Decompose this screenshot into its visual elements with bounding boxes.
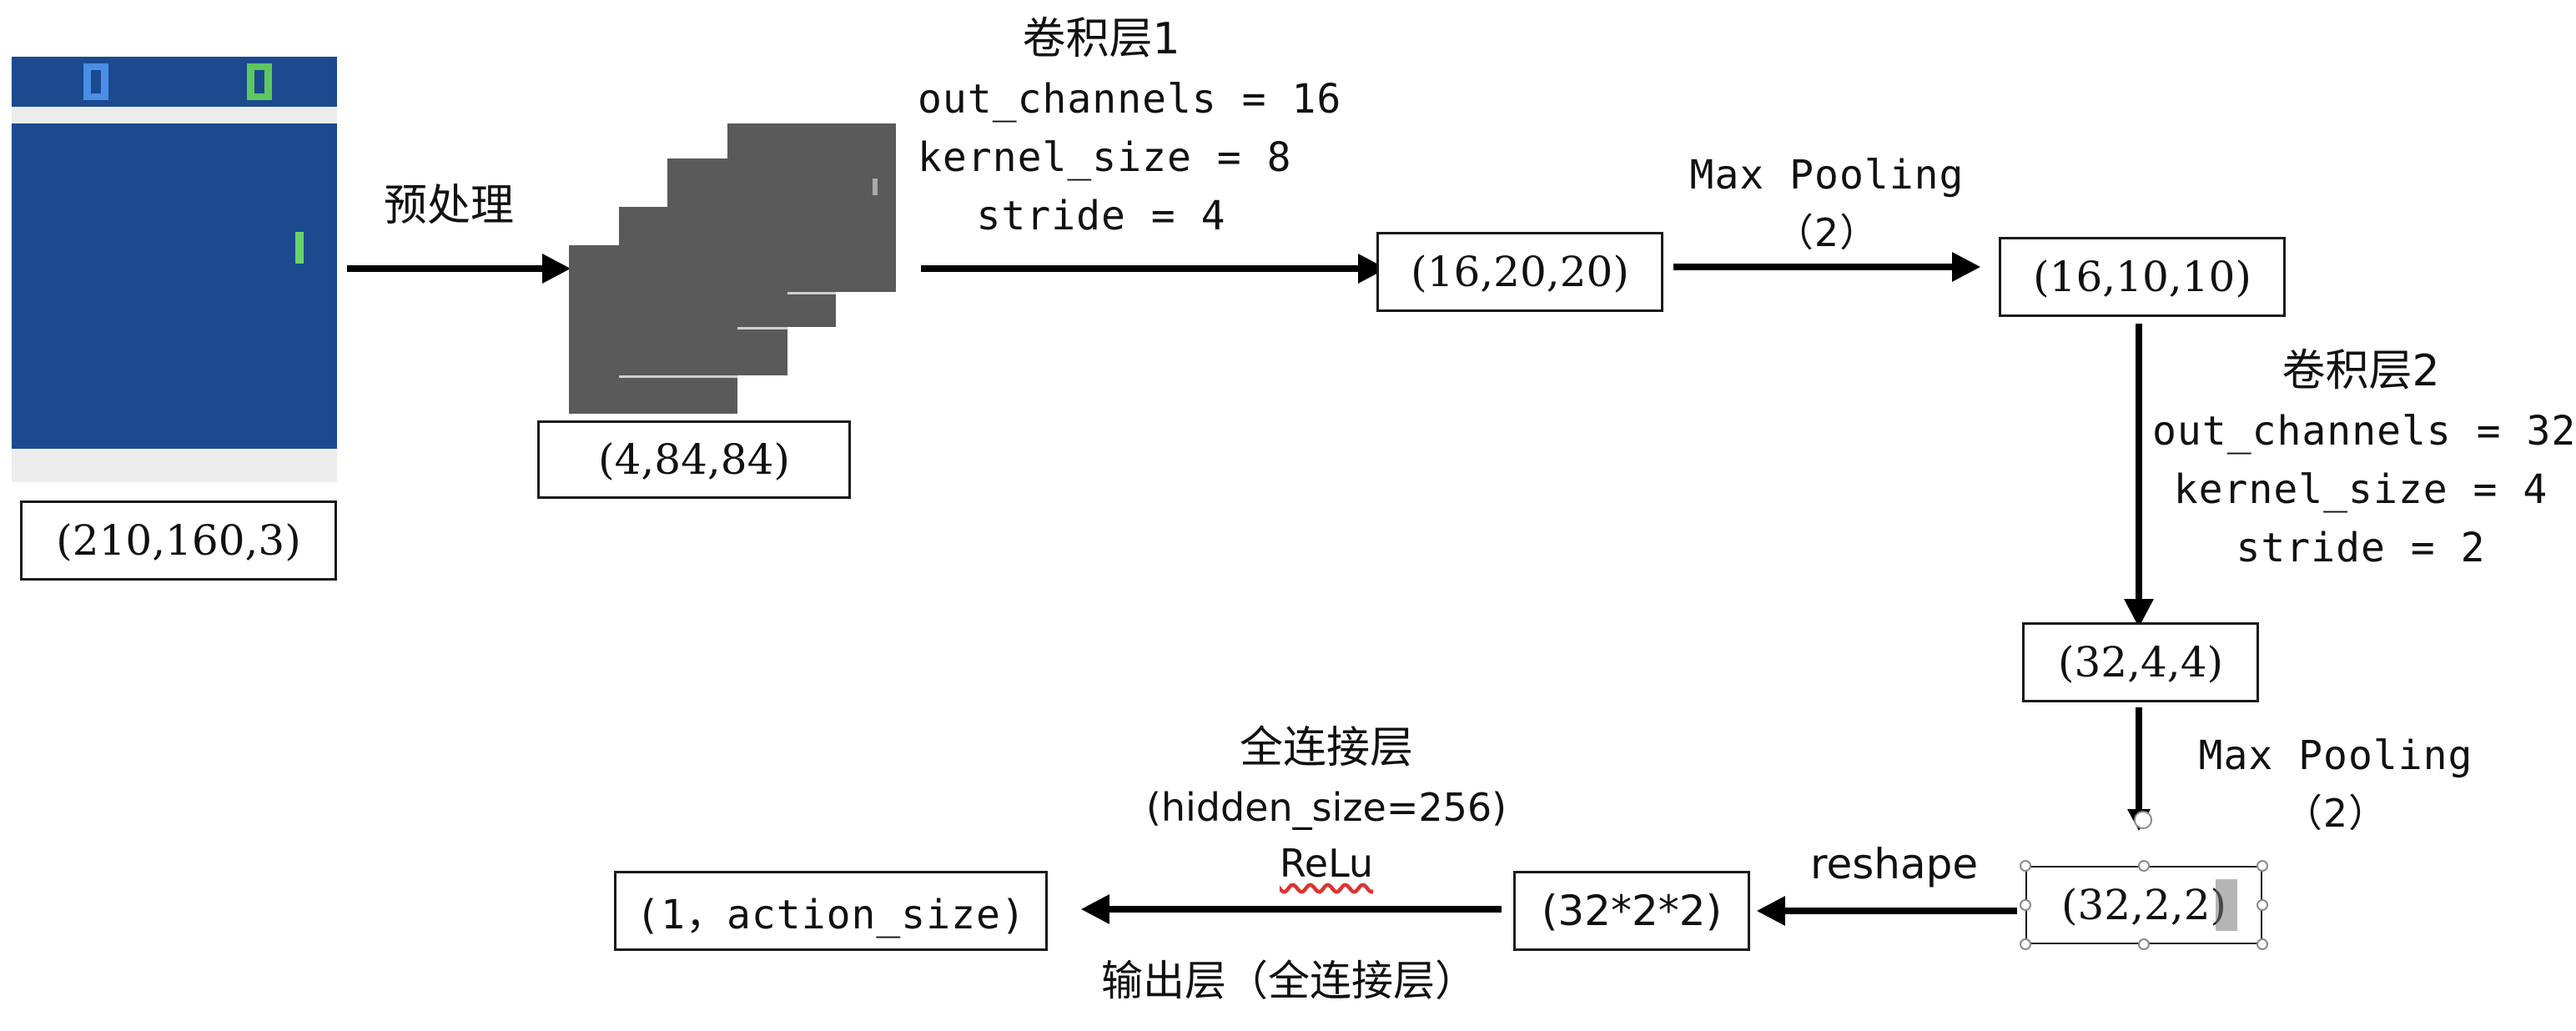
arrow-conv1 [921, 265, 1363, 272]
pool2-shape[interactable]: (32,2,2) [2025, 866, 2262, 944]
arrow-preprocess [347, 265, 547, 272]
conv1-annotation: 卷积层1 out_channels = 16 kernel_size = 8 s… [918, 14, 1342, 239]
handle-mr[interactable] [2257, 899, 2268, 911]
handle-ml[interactable] [2020, 899, 2031, 911]
rotate-handle[interactable] [2134, 811, 2152, 829]
score-right-marker [247, 63, 272, 100]
conv1-shape: (16,20,20) [1376, 232, 1663, 312]
text-cursor-highlight [2216, 879, 2237, 931]
fc-annotation: 全连接层 (hidden_size=256) ReLu [1145, 723, 1507, 887]
pool1-annotation: Max Pooling （2） [1689, 152, 1965, 255]
pool1-shape: (16,10,10) [1999, 237, 2286, 317]
paddle [295, 232, 304, 264]
top-band [12, 107, 337, 123]
arrow-reshape [1785, 908, 2017, 914]
handle-tr[interactable] [2257, 860, 2268, 872]
handle-br[interactable] [2257, 938, 2268, 950]
handle-tm[interactable] [2138, 860, 2150, 872]
output-layer-label: 输出层（全连接层） [1101, 957, 1477, 1005]
conv2-shape: (32,4,4) [2022, 622, 2259, 702]
preprocessed-shape: (4,84,84) [537, 420, 851, 499]
pool2-annotation: Max Pooling （2） [2198, 732, 2473, 836]
arrow-reshape-head [1757, 896, 1785, 926]
arrow-pool1 [1673, 264, 1957, 270]
frame-1 [569, 245, 737, 414]
arrow-fc-head [1081, 894, 1109, 924]
preprocess-label: 预处理 [384, 181, 515, 231]
arrow-conv2 [2136, 324, 2142, 604]
conv2-annotation: 卷积层2 out_channels = 32 kernel_size = 4 s… [2152, 346, 2576, 571]
arrow-pool1-head [1952, 252, 1980, 282]
score-left-marker [83, 63, 108, 100]
arrow-fc [1109, 906, 1502, 913]
handle-bl[interactable] [2020, 938, 2031, 950]
handle-bm[interactable] [2138, 938, 2150, 950]
output-shape: (1，action_size) [614, 871, 1048, 951]
handle-tl[interactable] [2020, 860, 2031, 872]
bottom-band [12, 449, 337, 482]
game-screen [12, 57, 337, 482]
arrow-pool2 [2136, 707, 2142, 816]
input-shape: (210,160,3) [20, 500, 337, 581]
reshape-label: reshape [1810, 840, 1979, 888]
flatten-shape: (32*2*2) [1513, 871, 1750, 951]
arrow-preprocess-head [542, 254, 571, 284]
